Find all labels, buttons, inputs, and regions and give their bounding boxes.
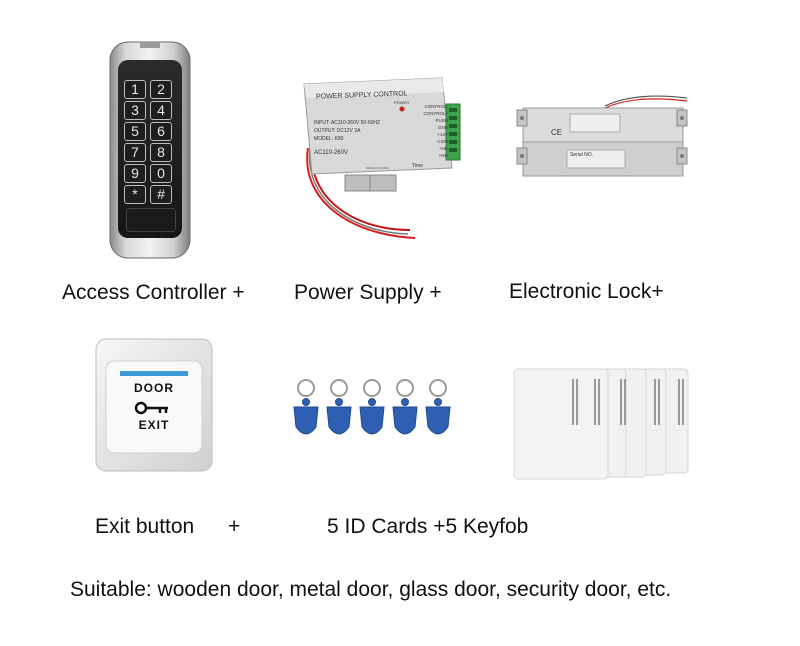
terminal-label: CONTROL+: [423, 111, 448, 116]
caption-exit-button: Exit button: [95, 515, 195, 538]
power-supply-time-label: Time: [412, 163, 423, 169]
terminal-label: +NO: [438, 153, 448, 158]
terminal-label: +12V: [437, 132, 448, 137]
keypad-key: 6: [150, 122, 172, 141]
keypad-key: 0: [150, 164, 172, 183]
exit-button-image: [94, 337, 214, 473]
keypad-key: 9: [124, 164, 146, 183]
footer-suitable-text: Suitable: wooden door, metal door, glass…: [70, 578, 672, 601]
keyfob-icon: [293, 379, 319, 435]
power-supply-voltage: AC110-260V: [314, 150, 348, 156]
keypad-key: 7: [124, 143, 146, 162]
terminal-labels: CONTROL- CONTROL+ PUSH GND +12V -COM +NC +NO: [418, 103, 448, 159]
keyfob-icon: [392, 379, 418, 435]
terminal-label: CONTROL-: [424, 104, 449, 109]
caption-power-supply: Power Supply +: [294, 281, 442, 304]
power-supply-model: MODEL: K80: [314, 136, 344, 142]
keyfob-icon: [326, 379, 352, 435]
keypad-key: 8: [150, 143, 172, 162]
exit-button-door-text: DOOR: [134, 381, 174, 395]
terminal-label: -COM: [436, 139, 448, 144]
terminal-label: GND: [438, 125, 448, 130]
terminal-label: PUSH: [435, 118, 448, 123]
keypad-key: #: [150, 185, 172, 204]
keyfob-icon: [359, 379, 385, 435]
caption-access-controller: Access Controller +: [62, 281, 245, 304]
exit-button-exit-text: EXIT: [138, 418, 170, 432]
electronic-lock-image: CE: [515, 92, 690, 182]
id-cards-image: [512, 365, 692, 480]
keypad-key: 5: [124, 122, 146, 141]
caption-id-cards: 5 ID Cards +5 Keyfob: [327, 515, 529, 538]
svg-text:CE: CE: [551, 128, 562, 137]
keyfob-group: [292, 375, 462, 445]
power-label: POWER: [394, 100, 410, 105]
lock-serial-label: Serial NO.: [570, 152, 594, 158]
keypad-key: 1: [124, 80, 146, 99]
keyfob-icon: [425, 379, 451, 435]
caption-electronic-lock: Electronic Lock+: [509, 280, 664, 303]
keypad-key: 4: [150, 101, 172, 120]
caption-exit-button-plus: +: [228, 515, 241, 538]
terminal-label: +NC: [438, 146, 448, 151]
power-supply-made-in: MADE IN CHINA: [366, 166, 389, 170]
power-supply-output: OUTPUT: DC12V 3A: [314, 128, 361, 134]
keypad-key: 3: [124, 101, 146, 120]
power-supply-image: [290, 70, 470, 250]
keypad-key: *: [124, 185, 146, 204]
card-reader-window: [126, 208, 176, 232]
power-supply-input: INPUT: AC110-260V 50-60HZ: [314, 120, 381, 126]
keypad-key: 2: [150, 80, 172, 99]
